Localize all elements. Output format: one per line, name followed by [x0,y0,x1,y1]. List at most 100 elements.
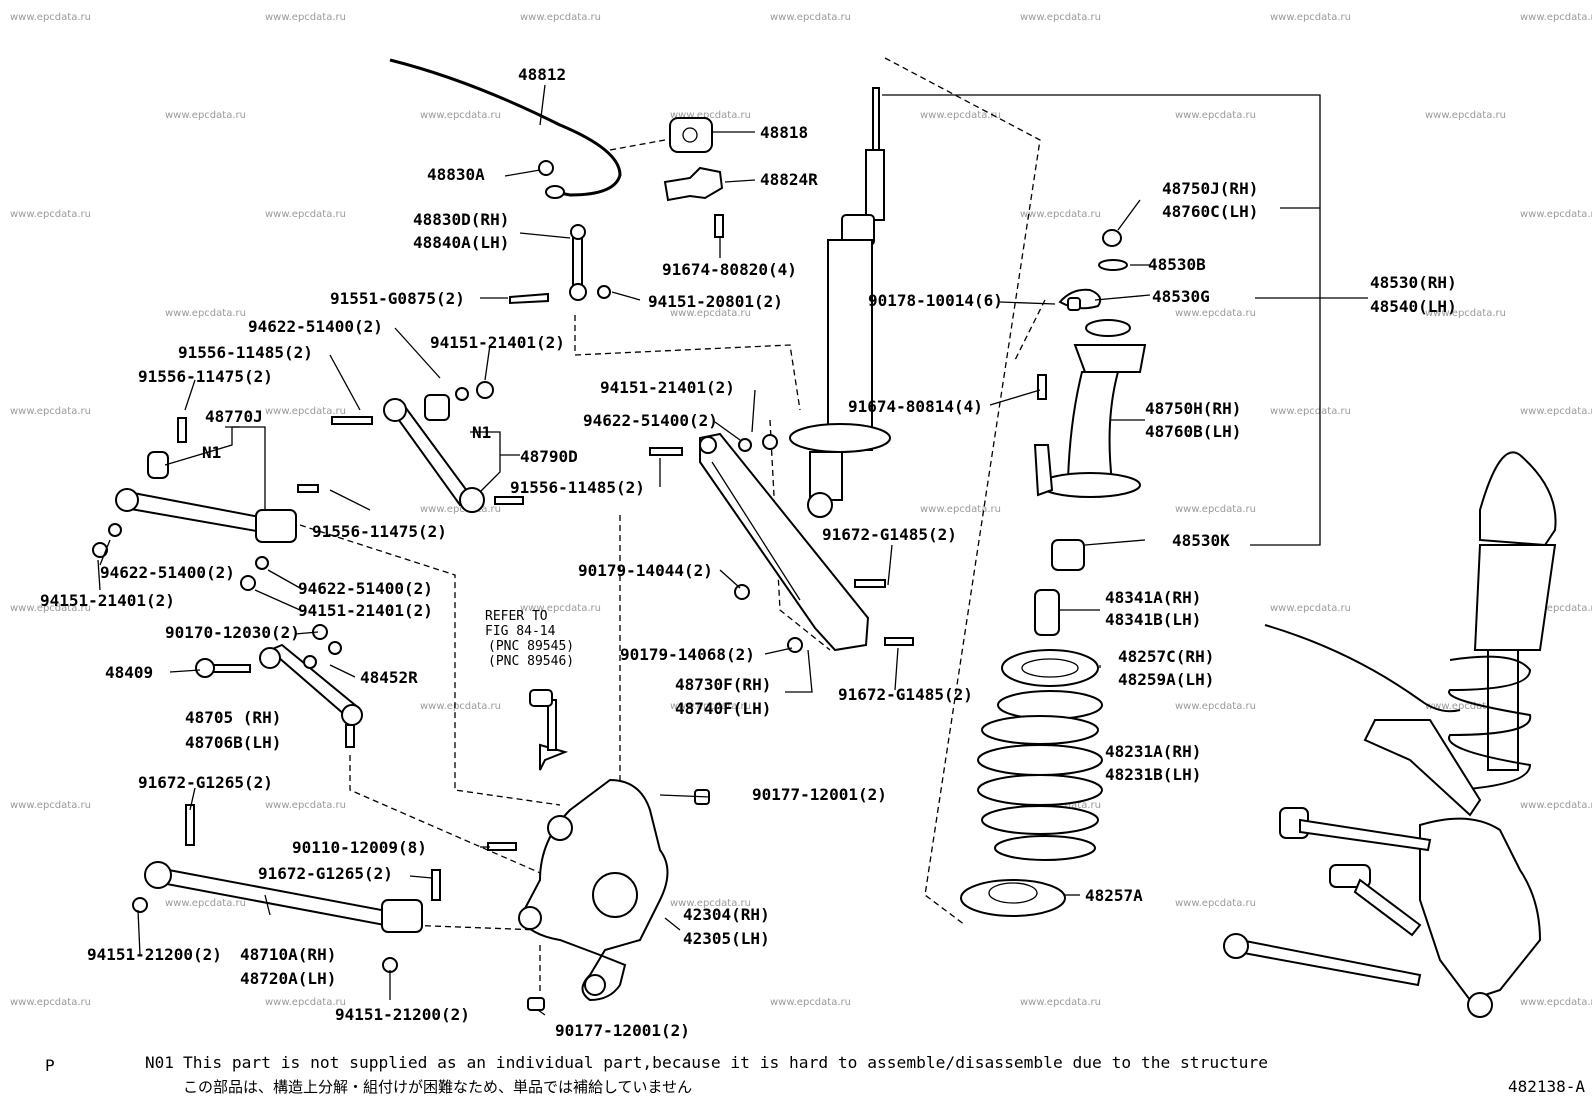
part-label: N1 [202,443,221,462]
part-label: 48530K [1172,531,1230,550]
leader-lines [97,84,1368,1016]
part-label: 90177-12001(2) [555,1021,690,1040]
part-label: 94151-20801(2) [648,292,783,311]
part-label: 48750H(RH) [1145,399,1241,418]
watermark: www.epcdata.ru [670,308,751,319]
assembly-guide-lines [299,57,1046,995]
shock-absorber [789,87,891,518]
upper-arms [92,381,524,591]
part-label: 48452R [360,668,418,687]
part-label: 90179-14068(2) [620,645,755,664]
part-label: 94622-51400(2) [583,411,718,430]
part-label: 91674-80814(4) [848,397,983,416]
axle-carrier [487,689,710,1011]
watermark: www.epcdata.ru [10,209,91,220]
part-label: 48818 [760,123,808,142]
watermark: www.epcdata.ru [265,800,346,811]
part-label: 48750J(RH) [1162,179,1258,198]
watermark: www.epcdata.ru [1020,997,1101,1008]
part-label: 91556-11475(2) [312,522,447,541]
note-english: This part is not supplied as an individu… [183,1053,1268,1072]
part-label: 48760B(LH) [1145,422,1241,441]
watermark: www.epcdata.ru [10,800,91,811]
watermark: www.epcdata.ru [1270,12,1351,23]
refer-line: (PNC 89546) [488,654,574,669]
assembled-view [1223,451,1557,1018]
part-label: 91672-G1485(2) [838,685,973,704]
watermark: www.epcdata.ru [1425,308,1506,319]
watermark: www.epcdata.ru [10,603,91,614]
watermark: www.epcdata.ru [520,12,601,23]
watermark: www.epcdata.ru [10,12,91,23]
part-label: 48830D(RH) [413,210,509,229]
watermark: www.epcdata.ru [1175,308,1256,319]
watermark: www.epcdata.ru [1175,701,1256,712]
part-label: 94151-21401(2) [298,601,433,620]
spring-assembly [960,589,1103,917]
stabilizer-bar [389,58,622,197]
toe-link-assembly [132,624,441,973]
part-label: 94622-51400(2) [100,563,235,582]
part-label: 48257A [1085,886,1143,905]
part-label: 48830A [427,165,485,184]
watermark: www.epcdata.ru [10,406,91,417]
watermark: www.epcdata.ru [265,12,346,23]
refer-line: (PNC 89545) [488,639,574,654]
part-label: 94151-21401(2) [40,591,175,610]
watermark: www.epcdata.ru [1020,12,1101,23]
part-label: 91672-G1485(2) [822,525,957,544]
refer-note: REFER TO FIG 84-14 (PNC 89545) (PNC 8954… [485,609,574,669]
watermark: www.epcdata.ru [265,406,346,417]
watermark: www.epcdata.ru [770,997,851,1008]
part-label: 94151-21200(2) [87,945,222,964]
part-label: 48540(LH) [1370,297,1457,316]
part-label: 91672-G1265(2) [138,773,273,792]
part-label: 48812 [518,65,566,84]
lower-arm-48730F [649,432,914,653]
watermark: www.epcdata.ru [265,997,346,1008]
stabilizer-bushing [669,117,713,153]
stabilizer-bar-eye [545,185,565,199]
part-label: 94622-51400(2) [248,317,383,336]
watermark: www.epcdata.ru [670,110,751,121]
watermark: www.epcdata.ru [265,209,346,220]
part-label: 48740F(LH) [675,699,771,718]
watermark: www.epcdata.ru [1425,110,1506,121]
refer-line: REFER TO [485,609,548,624]
part-label: 48231B(LH) [1105,765,1201,784]
watermark: www.epcdata.ru [1520,209,1592,220]
part-label: 90170-12030(2) [165,623,300,642]
watermark: www.epcdata.ru [1270,406,1351,417]
watermark: www.epcdata.ru [420,110,501,121]
part-label: 90178-10014(6) [868,291,1003,310]
part-label: 90110-12009(8) [292,838,427,857]
watermark-layer: www.epcdata.ru www.epcdata.ru www.epcdat… [10,12,1592,1008]
watermark: www.epcdata.ru [1020,209,1101,220]
part-label: 48530(RH) [1370,273,1457,292]
part-label: 48730F(RH) [675,675,771,694]
watermark: www.epcdata.ru [1520,12,1592,23]
part-label: 42304(RH) [683,905,770,924]
watermark: www.epcdata.ru [165,110,246,121]
watermark: www.epcdata.ru [1520,603,1592,614]
watermark: www.epcdata.ru [1520,997,1592,1008]
part-label: 91556-11485(2) [510,478,645,497]
watermark: www.epcdata.ru [770,12,851,23]
bracket-bolt [714,214,724,238]
upper-arm-48770J [123,490,267,534]
part-label: N1 [472,423,491,442]
part-label: 48259A(LH) [1118,670,1214,689]
part-label: 48530B [1148,255,1206,274]
part-label: 48341A(RH) [1105,588,1201,607]
figure-id: 482138-A [1508,1077,1585,1096]
watermark: www.epcdata.ru [10,997,91,1008]
part-label: 48706B(LH) [185,733,281,752]
part-label: 48409 [105,663,153,682]
part-label: 48530G [1152,287,1210,306]
footer: P N01 This part is not supplied as an in… [45,1053,1585,1096]
corner-mark: P [45,1056,55,1075]
watermark: www.epcdata.ru [1270,603,1351,614]
part-label: 42305(LH) [683,929,770,948]
part-label: 48770J [205,407,263,426]
note-code: N01 [145,1053,174,1072]
